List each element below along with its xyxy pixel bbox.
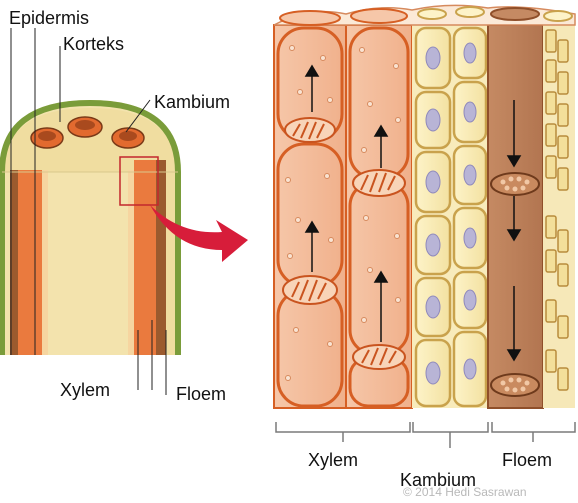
tissue-brackets bbox=[275, 422, 576, 448]
label-kambium-top: Kambium bbox=[154, 92, 230, 112]
label-korteks: Korteks bbox=[63, 34, 124, 54]
label-xylem-bottom: Xylem bbox=[308, 450, 358, 470]
xylem-tissue bbox=[273, 24, 413, 409]
epidermis-layer bbox=[0, 99, 181, 355]
top-cross-section bbox=[273, 4, 576, 26]
cortex-dome bbox=[4, 108, 176, 172]
phloem-tissue bbox=[487, 24, 575, 409]
label-kambium-bottom: Kambium bbox=[400, 470, 476, 490]
zoom-arrow bbox=[150, 205, 248, 262]
watermark: © 2014 Hedi Sasrawan bbox=[403, 485, 527, 499]
label-epidermis: Epidermis bbox=[9, 8, 89, 28]
phloem-strip-right bbox=[156, 160, 166, 355]
cambium-tissue bbox=[412, 25, 488, 408]
label-floem-left: Floem bbox=[176, 384, 226, 404]
stem-section bbox=[0, 99, 181, 355]
zoom-box bbox=[119, 156, 159, 206]
left-leader-lines bbox=[10, 28, 167, 395]
label-xylem-left: Xylem bbox=[60, 380, 110, 400]
phloem-strip-left bbox=[10, 170, 18, 355]
xylem-strip-left bbox=[18, 170, 42, 355]
xylem-strip-right bbox=[134, 160, 156, 355]
label-floem-bottom: Floem bbox=[502, 450, 552, 470]
magnified-tissue bbox=[273, 4, 576, 409]
